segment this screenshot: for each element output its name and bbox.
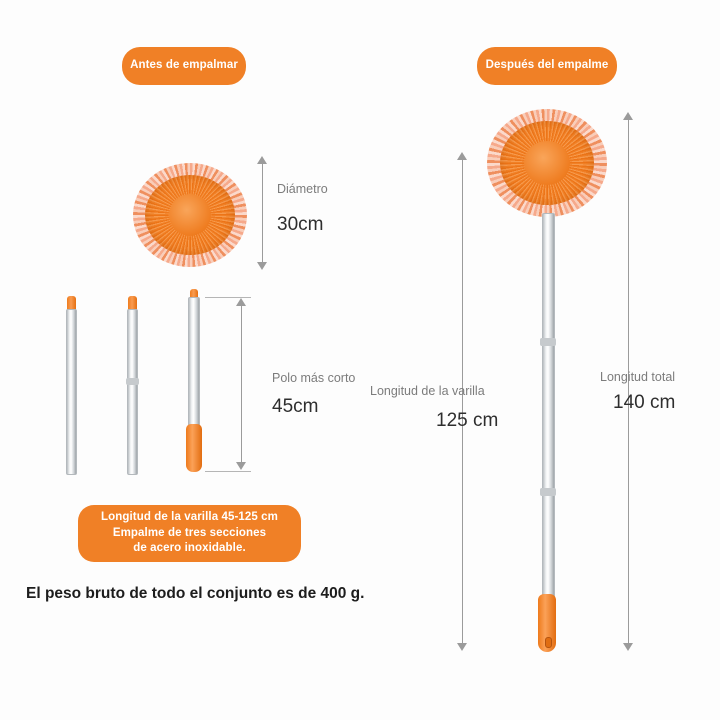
- assembled-pole-joint-1: [540, 338, 556, 346]
- badge-before-splicing: Antes de empalmar: [122, 47, 246, 85]
- short-pole-arrow-bottom: [236, 462, 246, 470]
- short-pole-line: [241, 305, 242, 465]
- pole-section-3-grip: [186, 424, 202, 472]
- diameter-line: [262, 163, 263, 267]
- total-length-arrow-top: [623, 112, 633, 120]
- badge-rod-length-info: Longitud de la varilla 45-125 cm Empalme…: [78, 505, 301, 562]
- pole-section-2-tip: [128, 296, 137, 312]
- short-pole-tick-bottom: [205, 471, 251, 472]
- rod-length-arrow-bottom: [457, 643, 467, 651]
- rod-length-arrow-top: [457, 152, 467, 160]
- badge-rod-line1: Longitud de la varilla 45-125 cm: [100, 511, 279, 524]
- rod-length-value: 125 cm: [436, 410, 499, 431]
- pole-section-3: [188, 297, 200, 430]
- badge-after-splicing: Después del empalme: [477, 47, 617, 85]
- total-length-label: Longitud total: [600, 370, 676, 384]
- assembled-pole: [542, 213, 555, 598]
- diameter-value: 30cm: [277, 214, 324, 235]
- gross-weight-note: El peso bruto de todo el conjunto es de …: [26, 585, 365, 602]
- rod-length-label: Longitud de la varilla: [370, 384, 485, 398]
- mop-head-detached: [133, 163, 247, 267]
- short-pole-value: 45cm: [272, 396, 319, 417]
- mop-center-disc: [524, 141, 570, 185]
- mop-center-disc: [169, 194, 211, 236]
- pole-section-3-tip: [190, 289, 198, 301]
- pole-section-1: [66, 309, 77, 475]
- grip-hang-hole: [545, 637, 552, 648]
- pole-section-1-tip: [67, 296, 76, 312]
- short-pole-label: Polo más corto: [272, 371, 356, 385]
- short-pole-arrow-top: [236, 298, 246, 306]
- badge-after-label: Después del empalme: [485, 59, 609, 72]
- diameter-arrow-bottom: [257, 262, 267, 270]
- assembled-pole-joint-2: [540, 488, 556, 496]
- diameter-label: Diámetro: [277, 182, 328, 196]
- total-length-value: 140 cm: [613, 392, 676, 413]
- pole-section-2-joint: [126, 378, 139, 385]
- mop-head-assembled: [487, 109, 607, 217]
- rod-length-line: [462, 159, 463, 646]
- total-length-arrow-bottom: [623, 643, 633, 651]
- badge-rod-line2: Empalme de tres secciones: [112, 526, 267, 539]
- badge-rod-line3: de acero inoxidable.: [133, 542, 246, 555]
- pole-section-2: [127, 309, 138, 475]
- short-pole-tick-top: [205, 297, 251, 298]
- badge-before-label: Antes de empalmar: [130, 59, 238, 72]
- total-length-line: [628, 119, 629, 646]
- diameter-arrow-top: [257, 156, 267, 164]
